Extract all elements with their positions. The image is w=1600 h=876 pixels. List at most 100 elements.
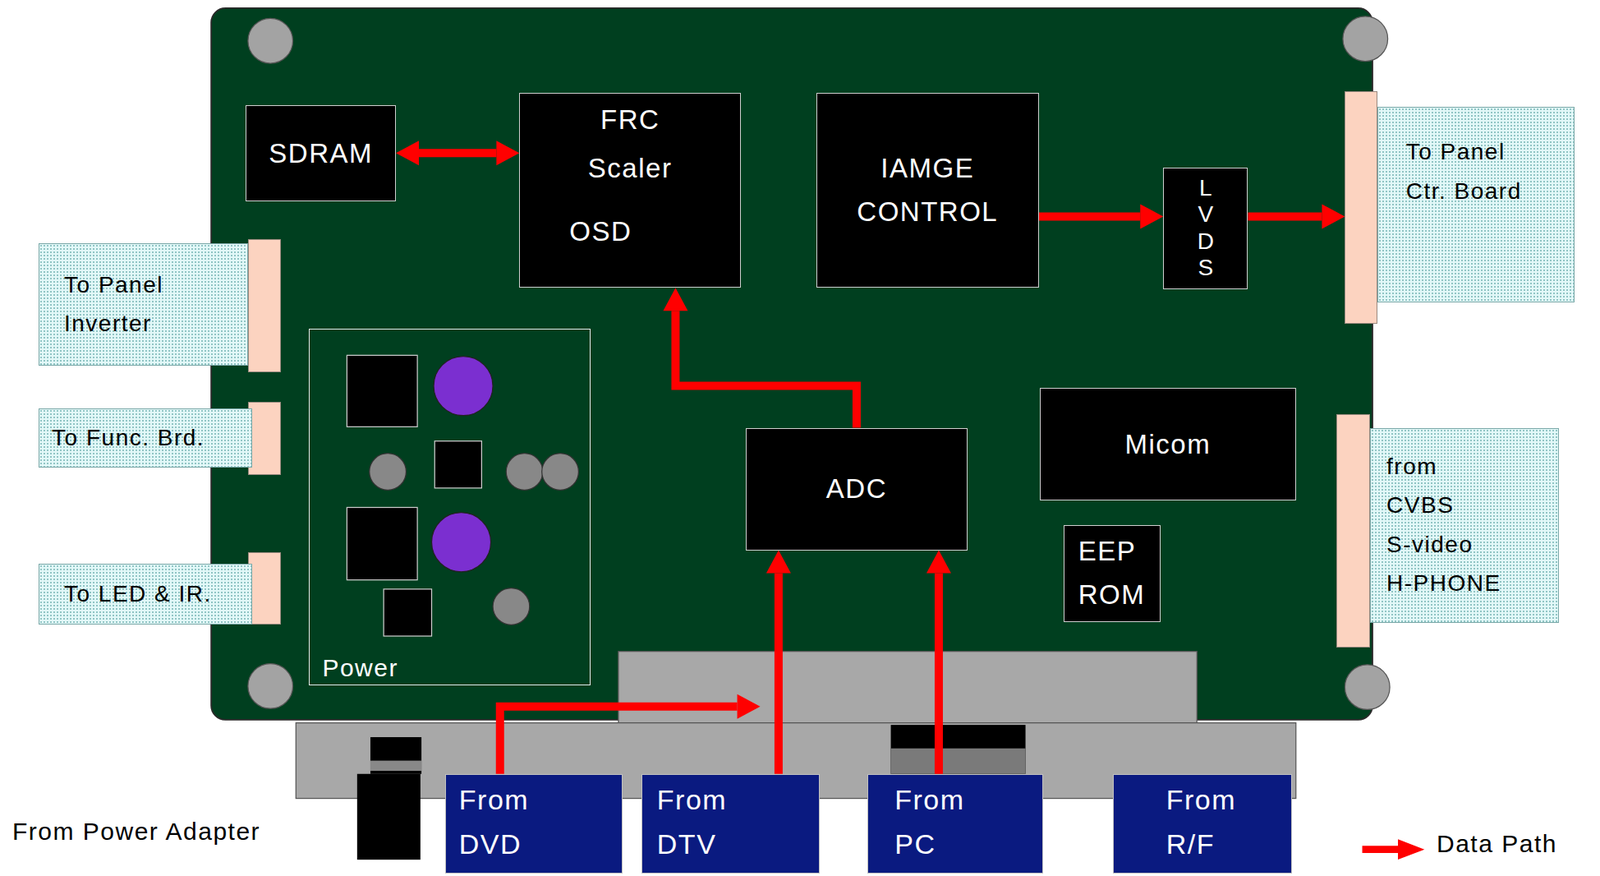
text-word: FRC [600, 104, 660, 135]
box-label: FRC Scaler [588, 95, 673, 194]
text-word: Ctr. [1406, 178, 1448, 204]
box-label: OSD [569, 215, 632, 249]
text-word: From [1166, 783, 1237, 815]
text-word: CVBS [1386, 491, 1454, 518]
power-jack [357, 736, 422, 860]
text-word: IAMGE [880, 152, 975, 184]
box-label: To Panel Inverter [64, 265, 171, 344]
connector-box: To Func. Brd. [38, 401, 281, 474]
box-label: To Func. Brd. [51, 423, 252, 452]
box-label: From DTV [657, 777, 727, 867]
box-label: From DVD [459, 777, 529, 867]
mounting-holes [248, 16, 1390, 710]
legend-text: Data Path [1436, 829, 1558, 858]
box-label: To LED & IR. [64, 579, 252, 608]
connector-box: To Panel Inverter [38, 239, 281, 373]
power-components [346, 354, 579, 636]
label-panel: from CVBS S-video H-PHONE [1370, 427, 1559, 623]
box-label: IAMGE CONTROL [856, 147, 998, 235]
box-label: From R/F [1166, 777, 1237, 867]
data-path-line [774, 573, 783, 774]
text-word: from [1386, 453, 1438, 479]
data-path-arrow [766, 550, 791, 774]
data-path-line [418, 148, 497, 157]
data-path-arrow [1039, 203, 1164, 229]
chip-block: FRC ScalerOSD [519, 92, 741, 288]
box-label: SDRAM [268, 137, 373, 171]
data-path-arrow [500, 694, 761, 774]
text-word: Board [1454, 178, 1522, 204]
text-word: EEP [1078, 535, 1136, 566]
chip-block: SDRAM [245, 105, 396, 202]
connector-tab [248, 239, 281, 373]
connector-tab [248, 551, 281, 625]
text-word: DVD [459, 827, 522, 860]
caption-label: From Power Adapter [12, 817, 261, 846]
text-word: PC [894, 827, 936, 860]
label-panel: To Panel Ctr. Board [1377, 106, 1575, 302]
data-path-line [1247, 211, 1322, 221]
box-label: Micom [1125, 427, 1212, 461]
legend-arrow [1362, 838, 1426, 860]
arrow-head [1321, 203, 1345, 229]
pcb-board [211, 8, 1373, 720]
box-label: To Panel Ctr. Board [1406, 132, 1528, 211]
data-path-arrow [662, 287, 856, 428]
arrow-head [926, 550, 952, 574]
arrow-head [496, 140, 520, 166]
power-section: Power [308, 328, 591, 686]
arrow-head [737, 694, 761, 719]
chip-block: ADC [745, 427, 968, 551]
connector-tab [1336, 413, 1371, 647]
text-word: CONTROL [856, 196, 998, 227]
text-word: Scaler [588, 152, 673, 184]
connector-box: To LED & IR. [38, 551, 281, 625]
chip-block: IAMGE CONTROL [816, 92, 1040, 288]
box-label: EEP ROM [1078, 529, 1146, 617]
arrow-head [1140, 203, 1164, 229]
text-word: H-PHONE [1386, 570, 1502, 596]
text-word: From [894, 783, 965, 815]
input-jack: From R/F [1112, 773, 1292, 874]
arrow-head [395, 140, 419, 166]
data-path-line [500, 706, 738, 774]
chip-block: EEP ROM [1063, 524, 1161, 622]
label-panel: To LED & IR. [38, 563, 253, 626]
text-word: Panel [1440, 138, 1506, 165]
data-path-arrow [1247, 203, 1345, 229]
data-path-line [934, 573, 943, 774]
arrow-head [766, 550, 791, 574]
text-word: S-video [1386, 531, 1473, 557]
data-path-arrow [395, 140, 520, 166]
text-word: ROM [1078, 579, 1146, 610]
data-path-arrow [926, 550, 952, 774]
text-word: DTV [657, 827, 718, 860]
vga-connector [891, 724, 1026, 774]
box-label: from CVBS S-video H-PHONE [1386, 446, 1502, 603]
data-path-line [675, 310, 856, 428]
label-panel: To Panel Inverter [38, 243, 249, 366]
connector-bar [618, 651, 1197, 723]
box-label: Power [321, 652, 399, 683]
input-jack: From DTV [641, 773, 819, 874]
text-word: Inverter [64, 310, 152, 336]
arrow-head [662, 287, 688, 311]
connector-box: from CVBS S-video H-PHONE [1336, 413, 1559, 647]
chip-block: LVDS [1163, 167, 1248, 290]
text-word: R/F [1166, 827, 1215, 860]
text-word: From [657, 783, 727, 815]
connector-tab [248, 401, 281, 474]
box-label: From PC [894, 777, 965, 867]
box-label: LVDS [1194, 174, 1218, 281]
chip-block: Micom [1039, 387, 1297, 501]
text-word: Panel [98, 271, 164, 298]
text-word: To [64, 271, 92, 298]
text-word: From [459, 783, 529, 815]
connector-box: To Panel Ctr. Board [1344, 91, 1575, 324]
input-jack: From PC [867, 773, 1044, 874]
text-word: To [1406, 138, 1434, 165]
label-panel: To Func. Brd. [38, 408, 253, 468]
connector-tab [1344, 91, 1378, 324]
input-jack: From DVD [445, 773, 623, 874]
data-path-line [1039, 211, 1141, 221]
